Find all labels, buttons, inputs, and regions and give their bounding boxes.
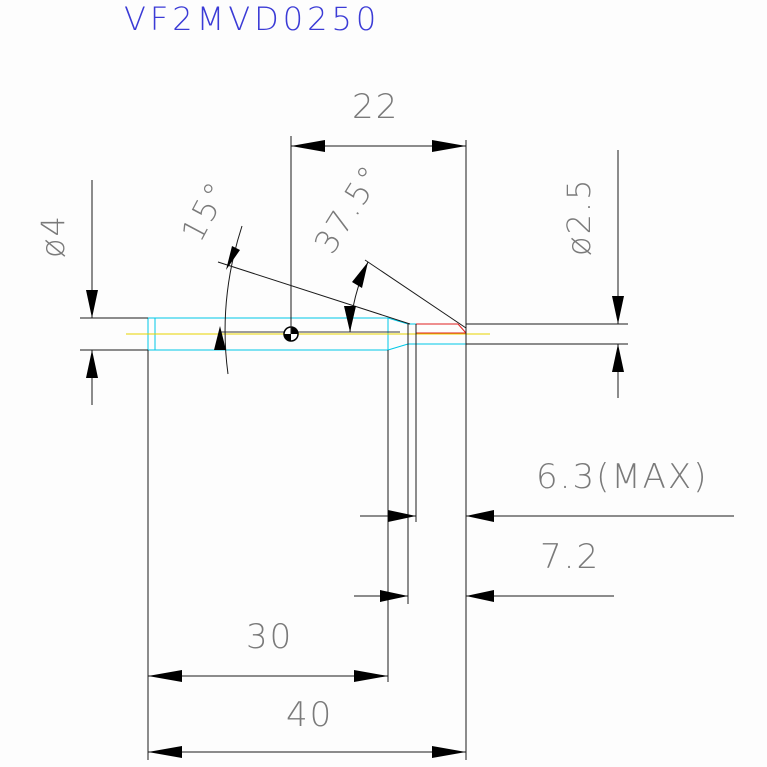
part-number-title: VF2MVD0250: [124, 0, 380, 38]
angle-15-degrees: 15°: [174, 175, 243, 375]
dimension-label-dia2-5: ø2.5: [560, 178, 598, 256]
dimension-label-dia4: ø4: [34, 214, 72, 258]
tool-profile-lines: [80, 136, 628, 760]
dimension-body-diameter: ø4: [34, 180, 98, 405]
angle-label-15: 15°: [174, 175, 237, 248]
angle-label-37-5: 37.5°: [307, 158, 391, 261]
dimension-tip-diameter: ø2.5: [560, 150, 624, 398]
dimension-step-length: 7.2: [354, 537, 614, 602]
angle-37-5-degrees: 37.5°: [307, 158, 391, 333]
dimension-label-7-2: 7.2: [540, 537, 600, 577]
dimension-label-40: 40: [286, 695, 333, 735]
dimension-total-length: 40: [148, 695, 466, 758]
dimension-label-30: 30: [246, 617, 293, 657]
dimension-body-length: 30: [148, 617, 388, 682]
tip-outline: [415, 323, 467, 334]
dimension-label-max-depth: 6.3(MAX): [536, 457, 709, 497]
dimension-label-22: 22: [352, 87, 399, 127]
dimension-tip-length: 22: [291, 87, 466, 152]
dimension-max-depth: 6.3(MAX): [360, 457, 734, 522]
